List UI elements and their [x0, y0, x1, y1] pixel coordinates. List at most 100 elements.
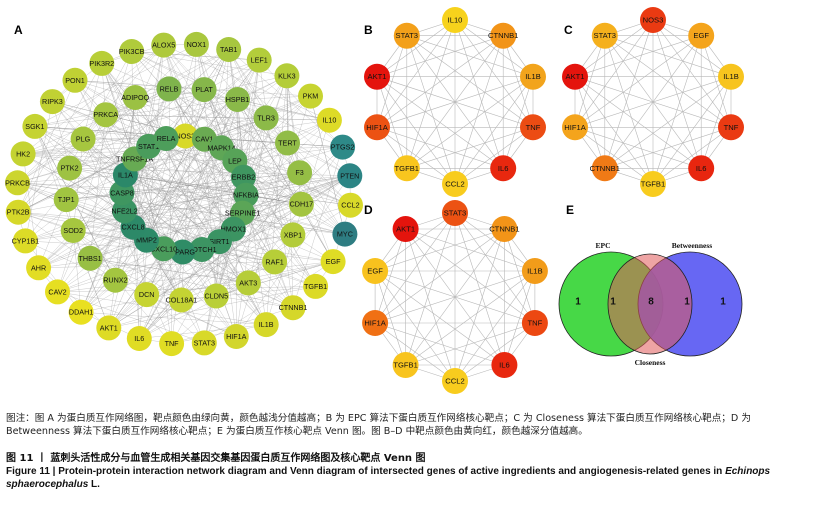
network-a-node-label: SGK1: [25, 122, 44, 131]
network-a-edge: [81, 251, 183, 313]
netD-edge: [375, 322, 505, 366]
netC-edge: [574, 127, 702, 169]
network-a-edge: [216, 295, 294, 308]
network-a-node-alox5: ALOX5: [151, 32, 177, 58]
network-a-edge: [22, 44, 164, 155]
network-a-node-label: AKT1: [100, 323, 118, 332]
network-a-edge: [163, 89, 205, 249]
netB-edge: [376, 127, 456, 185]
figure-caption-english: Figure 11 | Protein-protein interaction …: [6, 465, 806, 491]
network-a-node-label: CXCL10: [150, 244, 177, 253]
network-a-node-label: F3: [295, 168, 303, 177]
network-a-node-label: ADIPOQ: [121, 93, 149, 102]
network-a-node-circle: [262, 249, 288, 275]
network-a-node-label: PIK3CB: [119, 47, 145, 56]
network-a-node-sgk1: SGK1: [22, 113, 48, 139]
network-a-node-circle: [170, 239, 196, 265]
network-a-edge: [237, 99, 330, 121]
netD-node-circle: [392, 352, 419, 378]
netC-node-label: CTNNB1: [590, 164, 620, 173]
netC-edge: [574, 76, 654, 185]
network-a-edge: [201, 249, 316, 287]
network-a-edge: [38, 267, 109, 329]
network-a-edge: [248, 261, 334, 284]
network-a-node-plg: PLG: [70, 126, 96, 152]
netD-node-il1b: IL1B: [521, 258, 548, 284]
network-a-edge: [82, 63, 102, 140]
network-a-node-label: HSPB1: [226, 95, 250, 104]
network-a-node-ptk2: PTK2: [57, 155, 83, 181]
network-a-node-hspb1: HSPB1: [225, 87, 250, 112]
network-a-node-label: HMOX1: [221, 225, 247, 234]
network-a-node-tnf: TNF: [159, 331, 185, 357]
network-a-node-circle: [330, 134, 356, 160]
network-a-edge: [66, 49, 229, 200]
netB-node-label: TGFB1: [395, 164, 419, 173]
network-a-node-circle: [337, 163, 363, 189]
network-a-node-label: RUNX2: [103, 276, 127, 285]
network-a-node-label: DCN: [139, 290, 155, 299]
netD-node-label: STAT3: [444, 209, 467, 218]
network-a-node-label: NOS3: [176, 132, 196, 141]
network-a-node-ahr: AHR: [26, 255, 52, 281]
netB-edge: [406, 35, 504, 169]
netD-node-circle: [392, 216, 419, 242]
network-a-node-label: AHR: [31, 263, 46, 272]
netD-edge: [374, 228, 406, 324]
network-a-edge: [135, 49, 229, 98]
network-a-node-label: STAT3: [194, 338, 215, 347]
network-a-node-circle: [134, 282, 160, 308]
network-a-edge: [17, 138, 84, 183]
netB-edge: [376, 76, 504, 169]
network-a-node-ptgs2: PTGS2: [330, 134, 356, 160]
network-a-edge: [248, 142, 288, 283]
network-a-edge: [168, 88, 249, 283]
network-a-edge: [90, 258, 294, 308]
network-a-node-pkm: PKM: [298, 83, 323, 109]
network-a-edge: [18, 212, 249, 284]
network-a-node-circle: [191, 77, 217, 103]
caption-en-end: L.: [88, 479, 100, 490]
network-a-edge: [181, 261, 275, 301]
network-a-node-label: CDH17: [290, 200, 314, 209]
network-a-node-circle: [12, 228, 38, 254]
network-a-node-plat: PLAT: [191, 77, 217, 103]
network-a-node-cyp1b1: CYP1B1: [12, 228, 39, 254]
netD-edge: [405, 228, 456, 382]
network-a-edge: [17, 114, 106, 183]
network-a-edge: [163, 45, 205, 140]
network-a-node-label: STAT1: [138, 142, 159, 151]
network-a-edge: [286, 75, 300, 173]
network-a-node-circle: [253, 312, 279, 338]
netC-node-circle: [591, 155, 618, 182]
network-a-edge: [237, 99, 294, 235]
netC-node-il6: IL6: [688, 155, 715, 182]
network-a-edge: [38, 261, 275, 268]
netC-node-label: AKT1: [566, 72, 585, 81]
netD-node-ctnnb1: CTNNB1: [489, 216, 520, 242]
netC-node-egf: EGF: [688, 22, 715, 49]
network-a-node-il1b: IL1B: [253, 312, 279, 338]
network-a-node-stat3: STAT3: [191, 330, 217, 356]
netB-node-tgfb1: TGFB1: [393, 155, 420, 182]
netB-edge: [406, 35, 534, 77]
network-a-node-label: PTEN: [340, 171, 359, 180]
network-a-node-circle: [303, 273, 329, 299]
network-a-node-circle: [39, 89, 65, 115]
netD-node-label: IL1B: [527, 267, 543, 276]
netB-node-label: AKT1: [368, 72, 387, 81]
network-a-edge: [82, 138, 267, 325]
network-a-node-circle: [183, 31, 209, 57]
network-a-edge: [82, 138, 220, 242]
network-a-node-label: CXCL8: [122, 223, 145, 232]
network-a-edge: [125, 147, 222, 176]
netD-node-circle: [442, 368, 468, 394]
network-a-node-circle: [102, 267, 128, 293]
netB-node-ctnnb1: CTNNB1: [488, 22, 518, 49]
network-a-node-circle: [216, 37, 242, 62]
netC-node-circle: [640, 171, 666, 197]
network-a-node-circle: [151, 32, 177, 58]
network-a-node-cdh17: CDH17: [288, 191, 314, 217]
netB-edge: [376, 19, 456, 128]
